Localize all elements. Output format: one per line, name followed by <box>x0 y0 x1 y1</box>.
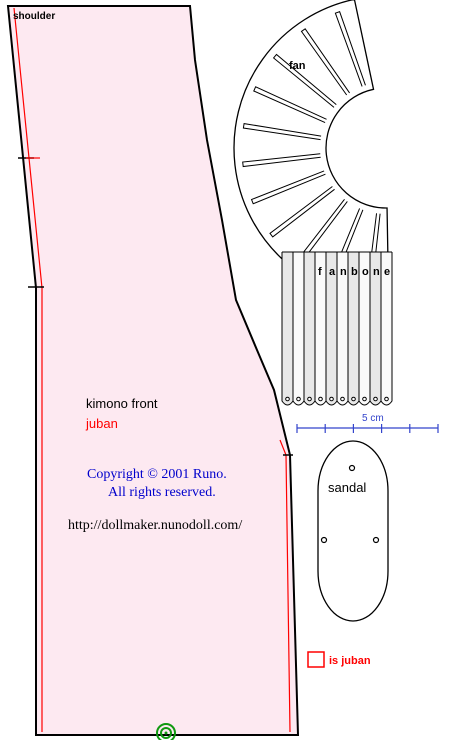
fanbone-slat <box>303 252 316 406</box>
juban-legend-swatch <box>307 651 325 668</box>
sandal-hole <box>372 536 380 544</box>
fanbone-letter: a <box>329 266 336 278</box>
fanbone-hole <box>307 396 312 402</box>
fan-label: fan <box>289 60 306 72</box>
fan-rib <box>334 11 366 87</box>
fanbone-piece <box>281 251 393 406</box>
copyright-line-2: All rights reserved. <box>108 485 216 500</box>
juban-line <box>13 7 43 732</box>
legend-label: is juban <box>329 655 371 667</box>
fan-rib <box>242 153 321 168</box>
fanbone-letter: n <box>373 266 380 278</box>
juban-label: juban <box>86 416 118 431</box>
kimono-front-panel <box>6 5 300 743</box>
scale-ticks <box>296 424 439 433</box>
fan-rib <box>269 186 335 238</box>
fanbone-hole <box>318 396 323 402</box>
fanbone-letter: e <box>384 266 391 278</box>
fanbone-slat <box>292 252 305 406</box>
scale-bar <box>296 424 439 433</box>
fanbone-hole <box>384 396 389 402</box>
sandal-piece <box>317 440 389 622</box>
scale-label: 5 cm <box>362 413 384 424</box>
fanbone-hole <box>351 396 356 402</box>
fanbone-slat <box>281 252 294 406</box>
kimono-front-label: kimono front <box>86 396 158 411</box>
copyright-line-1: Copyright © 2001 Runo. <box>87 467 227 482</box>
sandal-hole <box>320 536 328 544</box>
shoulder-label: shoulder <box>13 11 56 22</box>
fanbone-letter: n <box>340 266 347 278</box>
fanbone-letter: b <box>351 266 358 278</box>
fanbone-slat <box>380 252 393 406</box>
sandal-outline <box>317 440 389 622</box>
kimono-outline <box>6 5 300 736</box>
fanbone-letter: f <box>318 266 322 278</box>
sandal-hole <box>348 464 356 472</box>
fanbone-hole <box>340 396 345 402</box>
site-url: http://dollmaker.nunodoll.com/ <box>68 518 243 533</box>
fanbone-hole <box>362 396 367 402</box>
fan-rib <box>272 53 337 108</box>
fan-rib <box>250 170 326 205</box>
fan-rib <box>253 86 327 124</box>
fanbone-hole <box>285 396 290 402</box>
fanbone-hole <box>296 396 301 402</box>
sandal-label: sandal <box>328 480 367 495</box>
fanbone-hole <box>373 396 378 402</box>
fan-rib <box>300 28 350 96</box>
fanbone-hole <box>329 396 334 402</box>
fanbone-letter: o <box>362 266 369 278</box>
fan-rib <box>242 122 322 141</box>
